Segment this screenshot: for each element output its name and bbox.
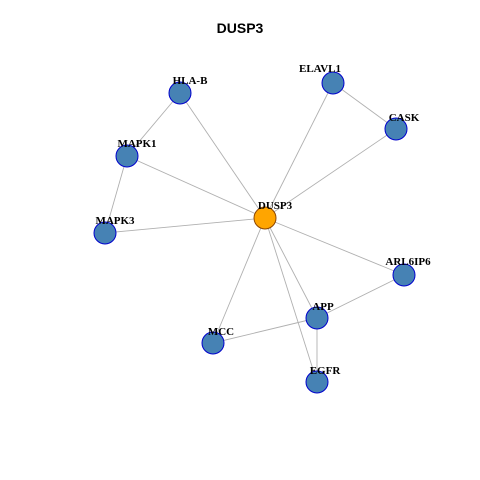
edges-layer <box>104 82 405 383</box>
edge-hla-b-mapk1 <box>126 92 181 157</box>
node-label-arl6ip6: ARL6IP6 <box>385 256 431 268</box>
edge-dusp3-app <box>264 217 318 319</box>
edge-dusp3-mapk1 <box>126 155 266 219</box>
edge-dusp3-egfr <box>264 217 318 383</box>
edge-app-mcc <box>212 317 318 344</box>
node-dusp3: DUSP3 <box>253 200 293 230</box>
node-circle-dusp3 <box>253 206 277 230</box>
node-mcc: MCC <box>201 326 234 355</box>
node-circle-cask <box>384 117 408 141</box>
node-circle-elavl1 <box>321 71 345 95</box>
edge-dusp3-mcc <box>212 217 266 344</box>
node-arl6ip6: ARL6IP6 <box>385 256 431 287</box>
node-label-elavl1: ELAVL1 <box>299 63 341 75</box>
edge-arl6ip6-app <box>316 274 405 319</box>
node-label-egfr: EGFR <box>310 365 342 377</box>
node-mapk3: MAPK3 <box>93 215 135 245</box>
node-circle-egfr <box>305 370 329 394</box>
node-egfr: EGFR <box>305 365 342 394</box>
node-label-cask: CASK <box>389 112 420 124</box>
edge-dusp3-cask <box>264 128 397 219</box>
edge-mapk1-mapk3 <box>104 155 128 234</box>
edge-dusp3-hla-b <box>179 92 266 219</box>
node-cask: CASK <box>384 112 420 141</box>
node-label-mapk1: MAPK1 <box>117 138 156 150</box>
node-app: APP <box>305 301 334 330</box>
node-circle-mapk3 <box>93 221 117 245</box>
node-circle-hla-b <box>168 81 192 105</box>
node-label-app: APP <box>312 301 334 313</box>
edge-dusp3-arl6ip6 <box>264 217 405 276</box>
node-hla-b: HLA-B <box>168 75 209 105</box>
node-circle-mcc <box>201 331 225 355</box>
node-label-mapk3: MAPK3 <box>95 215 135 227</box>
diagram-title: DUSP3 <box>216 20 264 36</box>
node-label-hla-b: HLA-B <box>173 75 209 87</box>
edge-dusp3-mapk3 <box>104 217 266 234</box>
edge-elavl1-cask <box>332 82 397 130</box>
edge-dusp3-elavl1 <box>264 82 334 219</box>
node-circle-mapk1 <box>115 144 139 168</box>
node-circle-app <box>305 306 329 330</box>
node-mapk1: MAPK1 <box>115 138 157 168</box>
node-label-mcc: MCC <box>208 326 234 338</box>
node-elavl1: ELAVL1 <box>299 63 345 95</box>
node-circle-arl6ip6 <box>392 263 416 287</box>
node-label-dusp3: DUSP3 <box>258 200 293 212</box>
